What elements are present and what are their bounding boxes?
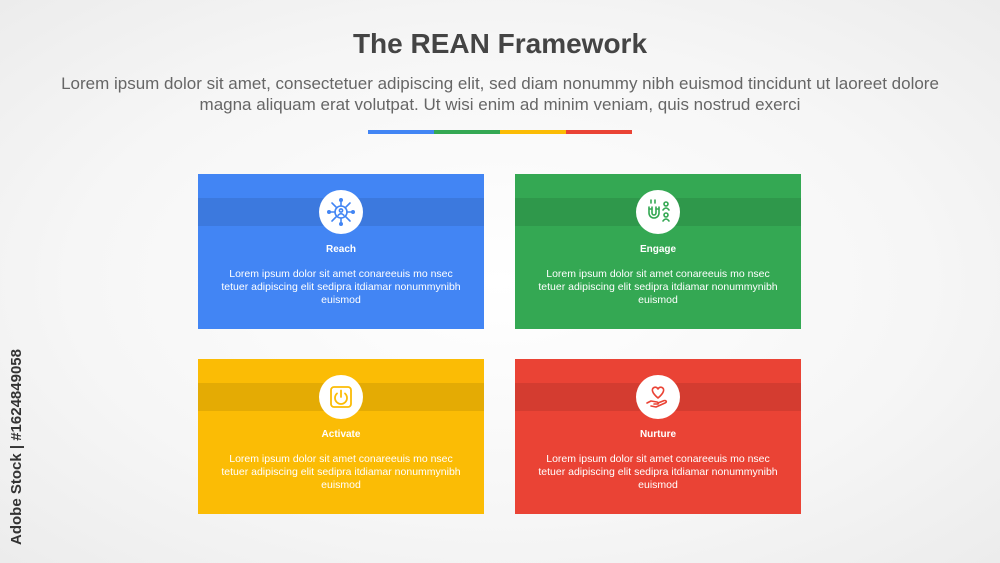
- color-divider: [368, 130, 632, 134]
- card-nurture: Nurture Lorem ipsum dolor sit amet conar…: [515, 359, 801, 514]
- card-label: Activate: [321, 429, 361, 440]
- stock-watermark: Adobe Stock | #1624849058: [8, 349, 25, 545]
- divider-segment-red: [566, 130, 632, 134]
- heart-hand-icon: [636, 375, 680, 419]
- card-description: Lorem ipsum dolor sit amet conareeuis mo…: [221, 268, 461, 306]
- divider-segment-green: [434, 130, 500, 134]
- magnet-people-icon: [636, 190, 680, 234]
- page-subtitle: Lorem ipsum dolor sit amet, consectetuer…: [61, 74, 939, 114]
- card-reach: Reach Lorem ipsum dolor sit amet conaree…: [198, 174, 484, 329]
- card-engage: Engage Lorem ipsum dolor sit amet conare…: [515, 174, 801, 329]
- divider-segment-yellow: [500, 130, 566, 134]
- card-activate: Activate Lorem ipsum dolor sit amet cona…: [198, 359, 484, 514]
- power-button-icon: [319, 375, 363, 419]
- card-label: Reach: [325, 244, 356, 255]
- card-description: Lorem ipsum dolor sit amet conareeuis mo…: [221, 453, 461, 491]
- card-description: Lorem ipsum dolor sit amet conareeuis mo…: [538, 268, 778, 306]
- divider-segment-blue: [368, 130, 434, 134]
- card-label: Nurture: [639, 429, 677, 440]
- page-title: The REAN Framework: [352, 28, 648, 59]
- card-label: Engage: [639, 244, 677, 255]
- card-description: Lorem ipsum dolor sit amet conareeuis mo…: [538, 453, 778, 491]
- network-person-icon: [319, 190, 363, 234]
